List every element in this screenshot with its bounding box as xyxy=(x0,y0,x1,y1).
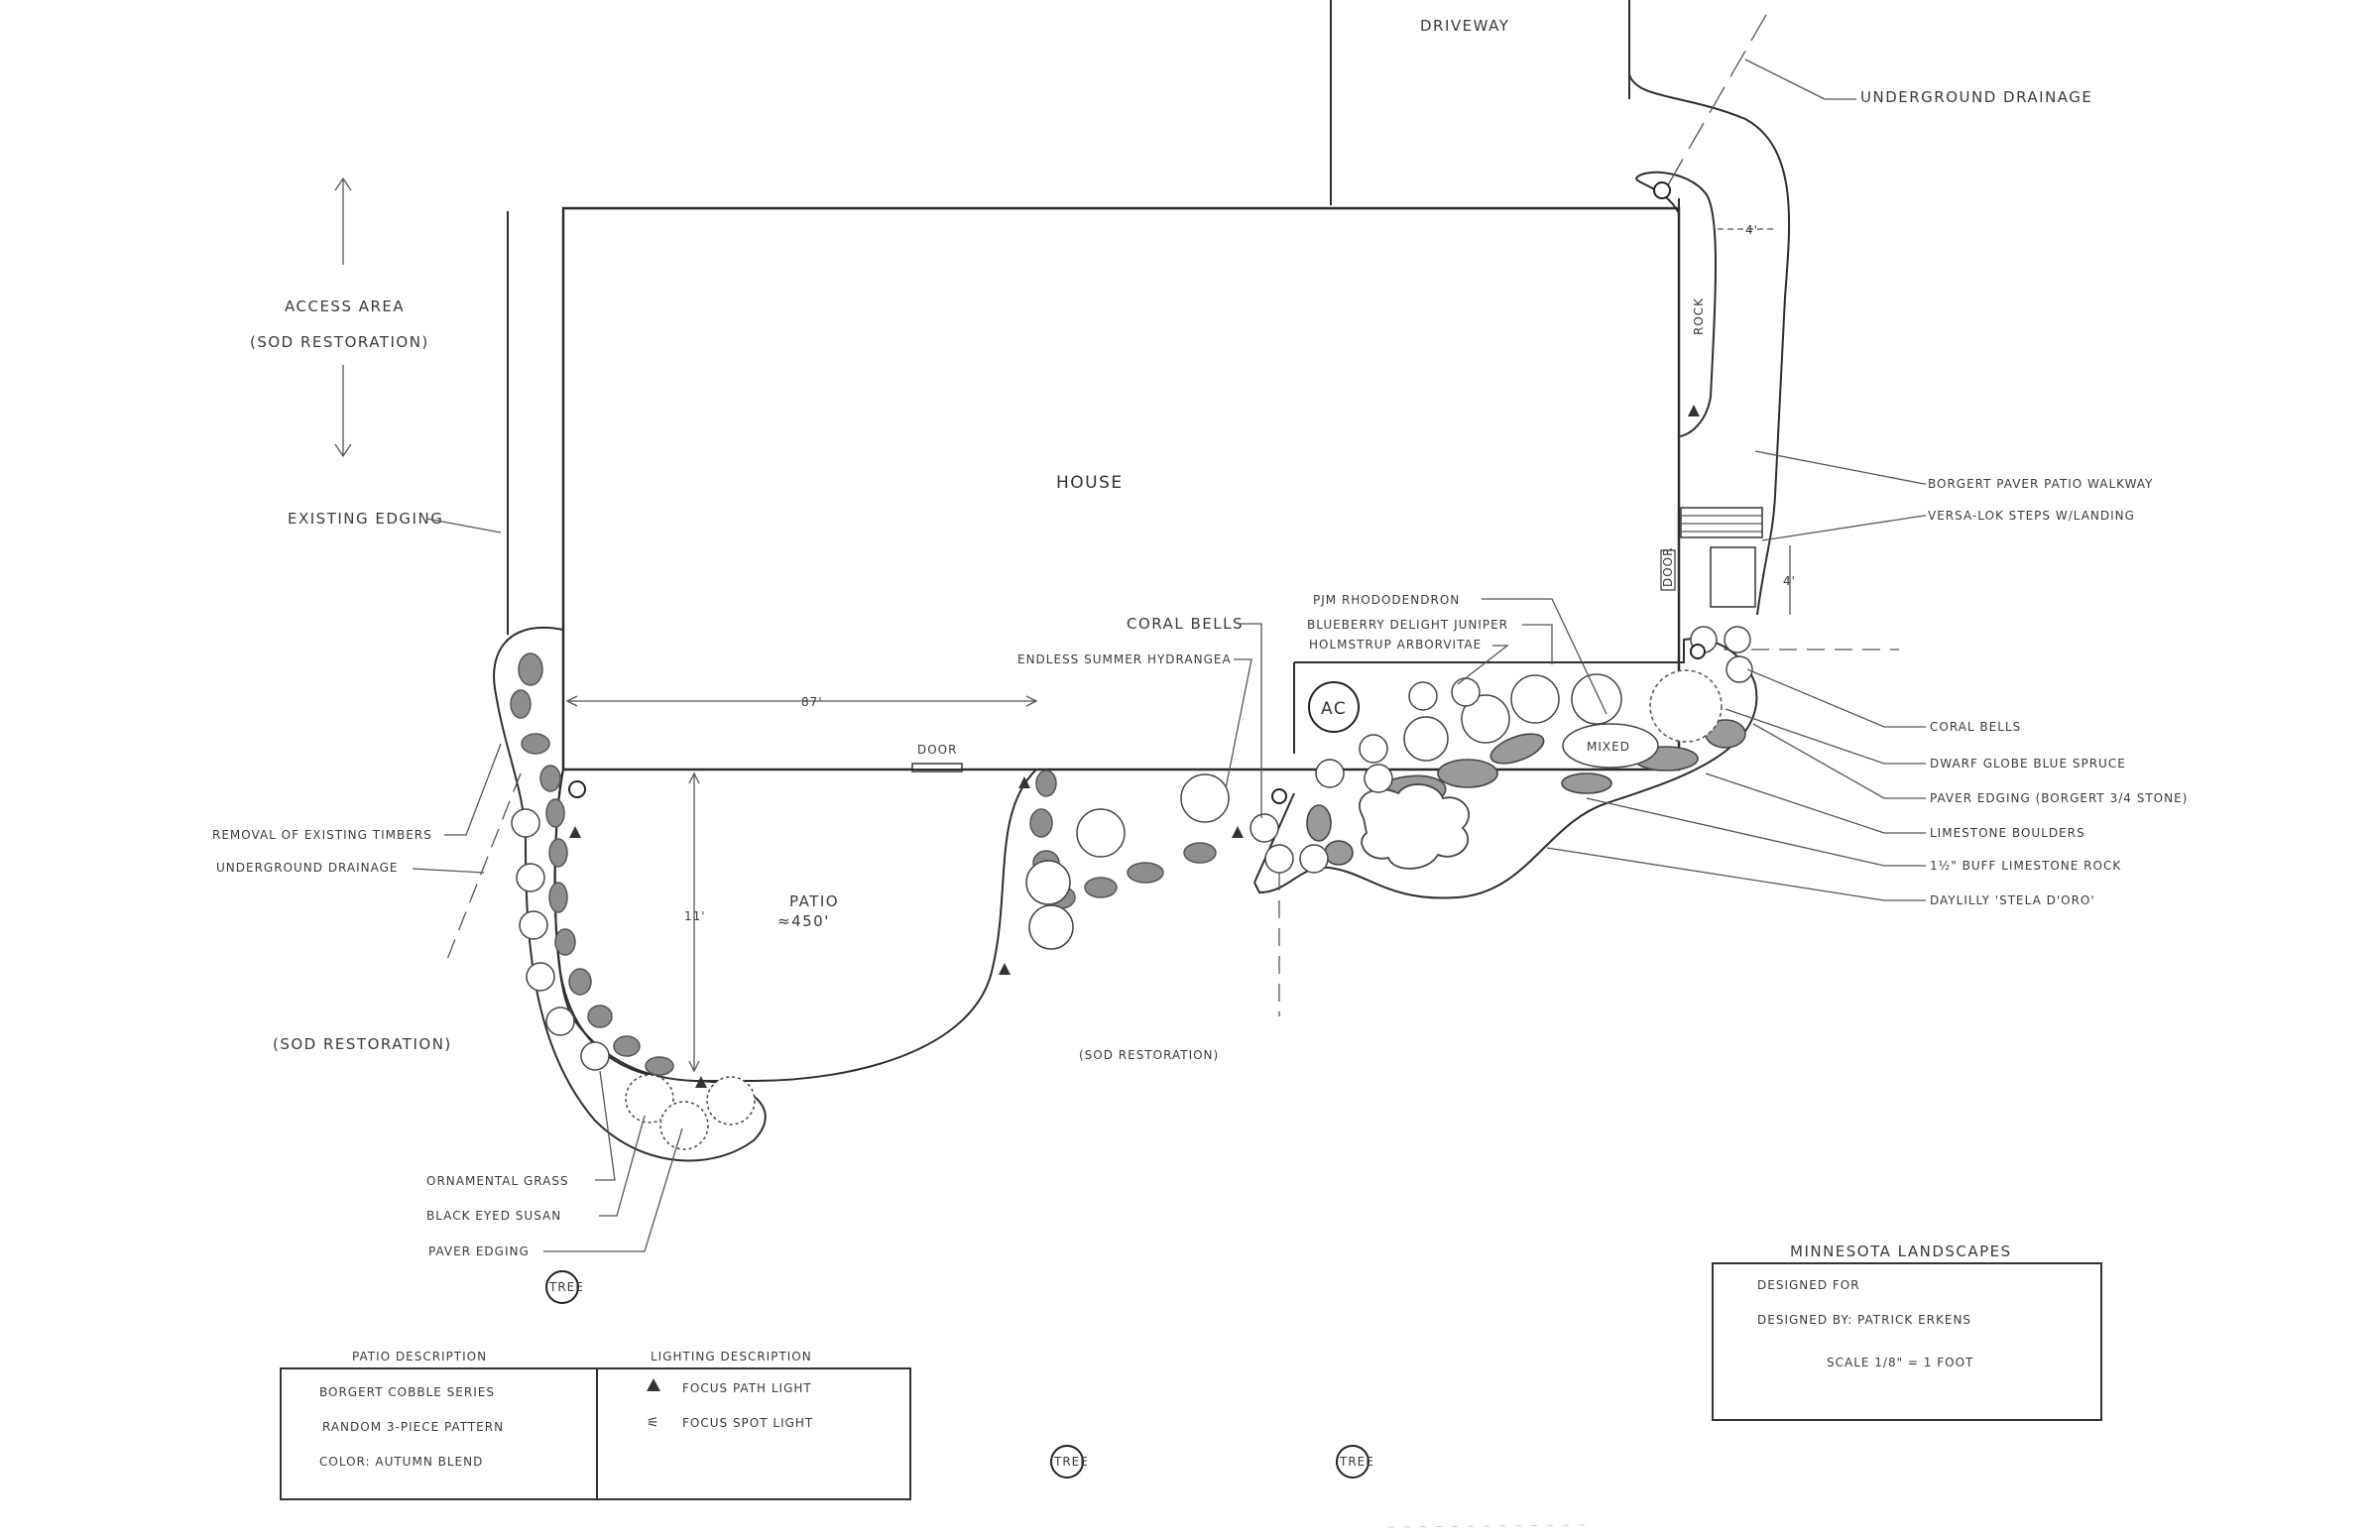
walkway: ROCK 4' UNDERGROUND DRAINAGE DOOR 4' BOR… xyxy=(1628,14,2153,651)
access-area: ACCESS AREA (SOD RESTORATION) EXISTING E… xyxy=(250,177,509,635)
patio-description-header: PATIO DESCRIPTION xyxy=(352,1350,487,1363)
ac-label: AC xyxy=(1321,699,1347,719)
black-eyed-susan-label: BLACK EYED SUSAN xyxy=(426,1209,561,1223)
walkway-width-4: 4' xyxy=(1745,223,1758,237)
dwarf-globe-label: DWARF GLOBE BLUE SPRUCE xyxy=(1930,757,2126,770)
scale: SCALE 1/8" = 1 FOOT xyxy=(1827,1356,1973,1369)
designed-by: DESIGNED BY: PATRICK ERKENS xyxy=(1757,1313,1971,1327)
tree-symbol-3: TREE xyxy=(1336,1445,1374,1479)
mixed-label: MIXED xyxy=(1587,740,1630,754)
spot-light-label: FOCUS SPOT LIGHT xyxy=(682,1416,813,1430)
lighting-description-header: LIGHTING DESCRIPTION xyxy=(651,1350,812,1363)
tree-symbol-1: TREE xyxy=(545,1270,584,1304)
tree-label-1: TREE xyxy=(548,1280,584,1294)
limestone-boulders-label: LIMESTONE BOULDERS xyxy=(1930,826,2085,840)
right-planting-bed: MIXED AC PJM RHODODENDRON BLUEBERRY DELI… xyxy=(1017,593,2188,1016)
tree-label-2: TREE xyxy=(1053,1455,1089,1469)
landing-width-4: 4' xyxy=(1783,574,1796,588)
patio-line-3: COLOR: AUTUMN BLEND xyxy=(319,1455,483,1469)
left-planting-bed: REMOVAL OF EXISTING TIMBERS UNDERGROUND … xyxy=(212,626,1244,1258)
house: HOUSE 87' DOOR xyxy=(561,198,1681,772)
patio-area-label: ≈450' xyxy=(777,912,830,930)
pjm-rhododendron-label: PJM RHODODENDRON xyxy=(1313,593,1460,607)
legend-box: PATIO DESCRIPTION BORGERT COBBLE SERIES … xyxy=(280,1350,911,1500)
endless-summer-label: ENDLESS SUMMER HYDRANGEA xyxy=(1017,652,1232,666)
patio-line-2: RANDOM 3-PIECE PATTERN xyxy=(322,1420,504,1434)
house-label: HOUSE xyxy=(1056,473,1124,493)
underground-drainage-top-label: UNDERGROUND DRAINAGE xyxy=(1860,88,2092,106)
versa-lok-label: VERSA-LOK STEPS W/LANDING xyxy=(1928,509,2135,523)
borgert-walkway-label: BORGERT PAVER PATIO WALKWAY xyxy=(1928,477,2153,491)
dimension-87: 87' xyxy=(801,695,823,709)
company-name: MINNESOTA LANDSCAPES xyxy=(1790,1243,2012,1260)
sod-restoration-center-label: (SOD RESTORATION) xyxy=(1079,1048,1219,1062)
driveway-label: DRIVEWAY xyxy=(1420,17,1509,35)
patio-line-1: BORGERT COBBLE SERIES xyxy=(319,1385,495,1399)
title-block: MINNESOTA LANDSCAPES DESIGNED FOR DESIGN… xyxy=(1712,1243,2102,1421)
blueberry-juniper-label: BLUEBERRY DELIGHT JUNIPER xyxy=(1307,618,1508,632)
holmstrup-label: HOLMSTRUP ARBORVITAE xyxy=(1309,638,1482,652)
dimension-11: 11' xyxy=(684,909,706,923)
paver-edging-left-label: PAVER EDGING xyxy=(428,1244,530,1258)
designed-for: DESIGNED FOR xyxy=(1757,1278,1860,1292)
door-side-label: DOOR xyxy=(1661,547,1675,587)
path-light-label: FOCUS PATH LIGHT xyxy=(682,1381,812,1395)
removal-timbers-label: REMOVAL OF EXISTING TIMBERS xyxy=(212,828,432,842)
existing-edging-label: EXISTING EDGING xyxy=(288,510,443,528)
patio-label: PATIO xyxy=(789,892,839,910)
underground-drainage-left-label: UNDERGROUND DRAINAGE xyxy=(216,861,399,875)
access-area-label: ACCESS AREA xyxy=(285,297,405,315)
paver-edging-right-label: PAVER EDGING (BORGERT 3/4 STONE) xyxy=(1930,791,2188,805)
driveway: DRIVEWAY xyxy=(1330,0,1630,205)
coral-bells-right-label: CORAL BELLS xyxy=(1930,720,2021,734)
door-patio-label: DOOR xyxy=(917,743,957,757)
ornamental-grass-label: ORNAMENTAL GRASS xyxy=(426,1174,569,1188)
ornamental-grass-cluster xyxy=(625,1074,756,1150)
coral-bells-center-label: CORAL BELLS xyxy=(1127,615,1244,633)
spot-light-icon: ⚟ xyxy=(647,1415,659,1431)
daylilly-label: DAYLILLY 'STELA D'ORO' xyxy=(1930,893,2095,907)
patio: 11' PATIO ≈450' xyxy=(553,769,1039,1082)
buff-limestone-label: 1½" BUFF LIMESTONE ROCK xyxy=(1930,859,2121,873)
paver-edging-left xyxy=(510,652,1217,1076)
sod-restoration-access: (SOD RESTORATION) xyxy=(250,333,429,351)
tree-symbol-2: TREE xyxy=(1050,1445,1089,1479)
sod-restoration-left-label: (SOD RESTORATION) xyxy=(273,1035,452,1053)
tree-label-3: TREE xyxy=(1339,1455,1374,1469)
path-light-icon xyxy=(647,1378,660,1391)
rock-label: ROCK xyxy=(1692,297,1706,335)
